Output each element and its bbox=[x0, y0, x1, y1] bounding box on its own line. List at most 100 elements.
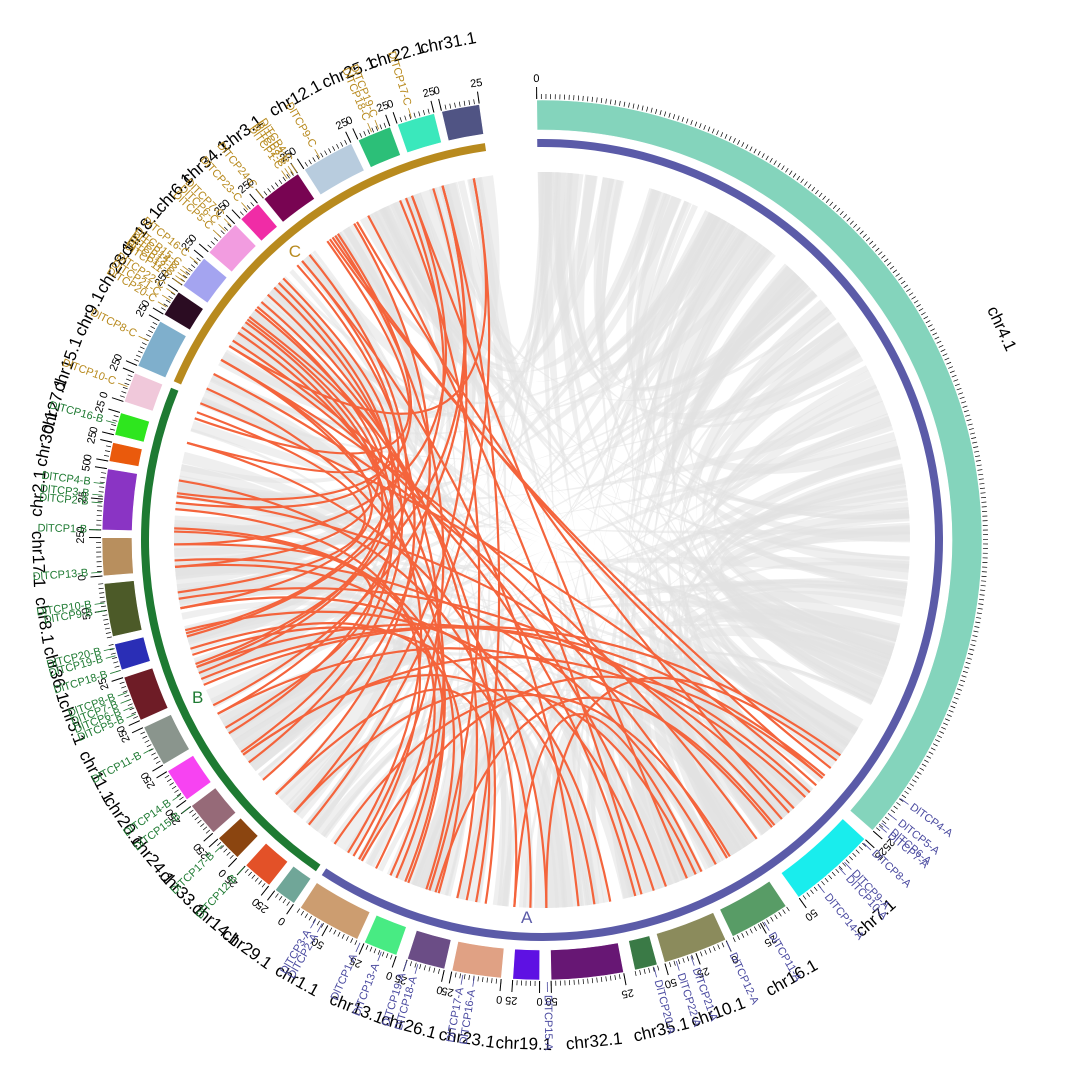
tick-mark bbox=[383, 122, 387, 128]
tick-mark bbox=[428, 966, 431, 972]
tick-mark bbox=[188, 267, 193, 272]
chromosome-label-chr4.1: chr4.1 bbox=[983, 303, 1020, 354]
tcp-link bbox=[301, 260, 580, 907]
tick-mark bbox=[934, 336, 940, 340]
tick-mark bbox=[296, 908, 301, 913]
tick-mark bbox=[344, 139, 348, 145]
gene-tick bbox=[166, 288, 175, 295]
tick-mark bbox=[591, 978, 594, 984]
gene-tick bbox=[103, 647, 114, 652]
tick-mark bbox=[359, 132, 363, 138]
chromosome-block-chr6.1 bbox=[208, 224, 257, 273]
tick-label: 50 bbox=[310, 935, 327, 951]
background-link bbox=[316, 694, 719, 869]
tcp-link bbox=[360, 675, 824, 862]
tick-mark bbox=[329, 927, 333, 933]
tick-mark bbox=[944, 357, 950, 361]
tick-mark bbox=[337, 931, 341, 937]
tcp-link bbox=[186, 441, 548, 908]
tick-mark bbox=[655, 108, 658, 114]
gene-label-DlTCP2-B: DlTCP2-B bbox=[39, 492, 89, 508]
gene-tick bbox=[110, 670, 120, 674]
tick-label: 0 bbox=[496, 993, 503, 1006]
tick-mark bbox=[643, 968, 646, 974]
major-tick-mark bbox=[96, 458, 109, 462]
tick-mark bbox=[974, 450, 980, 453]
tick-label: 25 bbox=[695, 964, 711, 980]
tick-mark bbox=[893, 805, 898, 810]
tick-mark bbox=[921, 312, 926, 316]
tick-label: 50 bbox=[80, 458, 94, 472]
gene-tick bbox=[117, 692, 128, 697]
tick-mark bbox=[141, 342, 147, 346]
tick-mark bbox=[251, 874, 256, 879]
tcp-link bbox=[275, 264, 416, 795]
tick-mark bbox=[473, 99, 475, 105]
tick-mark bbox=[316, 920, 320, 926]
gene-tick bbox=[653, 967, 657, 978]
tick-mark bbox=[737, 935, 740, 940]
tick-mark bbox=[732, 937, 736, 943]
tick-mark bbox=[937, 735, 942, 739]
tick-mark bbox=[935, 739, 940, 743]
tick-mark bbox=[962, 405, 968, 408]
tick-mark bbox=[591, 96, 593, 102]
major-tick-mark bbox=[430, 100, 435, 113]
background-link bbox=[713, 376, 901, 643]
tick-mark bbox=[882, 820, 887, 825]
tick-mark bbox=[950, 705, 956, 709]
tcp-link bbox=[206, 387, 446, 883]
gene-tick bbox=[281, 170, 288, 179]
tick-mark bbox=[140, 731, 146, 735]
tick-mark bbox=[940, 349, 946, 352]
tick-mark bbox=[961, 401, 967, 404]
tick-mark bbox=[174, 789, 179, 793]
tick-mark bbox=[807, 184, 812, 189]
tick-mark bbox=[848, 856, 853, 861]
tick-mark bbox=[878, 251, 883, 256]
tcp-link bbox=[232, 339, 668, 887]
gene-tick bbox=[900, 798, 909, 805]
tick-mark bbox=[468, 99, 471, 106]
major-tick-mark bbox=[358, 943, 365, 955]
tcp-link bbox=[177, 411, 366, 594]
tick-mark bbox=[745, 144, 749, 150]
chromosome-block-chr18.1 bbox=[182, 257, 228, 304]
tick-mark bbox=[422, 109, 425, 116]
tick-mark bbox=[605, 976, 607, 982]
tick-mark bbox=[869, 240, 874, 245]
tick-label: 25 bbox=[505, 994, 518, 1007]
tick-mark bbox=[708, 948, 712, 953]
tick-mark bbox=[304, 913, 308, 919]
tick-label: 25 bbox=[762, 932, 779, 948]
tick-mark bbox=[363, 131, 367, 136]
tick-label: 0 bbox=[159, 268, 172, 280]
tick-mark bbox=[939, 731, 944, 734]
tick-mark bbox=[375, 125, 379, 131]
major-tick-mark bbox=[90, 497, 103, 500]
tick-mark bbox=[973, 446, 979, 448]
tick-mark bbox=[250, 202, 255, 207]
tcp-link bbox=[545, 676, 838, 908]
tick-mark bbox=[278, 896, 283, 901]
tick-mark bbox=[758, 924, 762, 929]
tick-mark bbox=[928, 751, 934, 755]
major-tick-mark bbox=[125, 360, 138, 366]
tick-label: 25 bbox=[422, 86, 437, 101]
tick-mark bbox=[821, 880, 825, 886]
background-link bbox=[190, 428, 380, 751]
tick-mark bbox=[811, 186, 816, 192]
chromosome-block-chr31.1 bbox=[441, 104, 484, 142]
tick-mark bbox=[904, 790, 909, 795]
gene-tick bbox=[105, 655, 116, 659]
tick-mark bbox=[965, 662, 971, 665]
gene-tick bbox=[838, 867, 846, 876]
tick-mark bbox=[664, 111, 667, 117]
background-link bbox=[652, 626, 891, 870]
tick-mark bbox=[495, 978, 497, 984]
tick-mark bbox=[753, 148, 757, 154]
tick-mark bbox=[282, 176, 287, 182]
tick-label: 0 bbox=[76, 574, 88, 581]
tick-mark bbox=[892, 269, 898, 274]
gene-tick bbox=[690, 956, 695, 966]
